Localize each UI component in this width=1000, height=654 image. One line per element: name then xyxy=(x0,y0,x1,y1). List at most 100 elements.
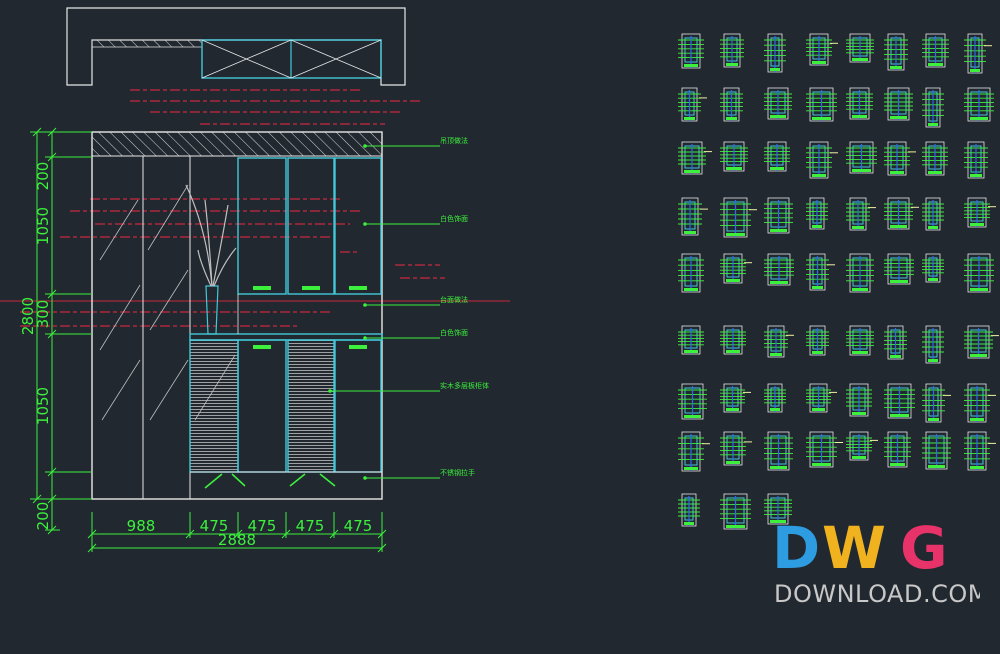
detail-thumbnail xyxy=(846,325,874,356)
detail-thumbnail xyxy=(964,431,996,471)
logo-letter-g: G xyxy=(900,514,948,582)
dim-height-3: 300 xyxy=(34,300,52,329)
cabinet-elevation xyxy=(91,131,383,500)
detail-thumbnail xyxy=(678,325,704,355)
dim-width-4: 475 xyxy=(296,517,325,535)
detail-thumbnail xyxy=(884,325,907,360)
detail-thumbnail xyxy=(846,33,874,63)
detail-thumbnail xyxy=(720,33,744,68)
detail-thumbnail xyxy=(922,197,944,231)
ghost-annotations xyxy=(0,89,510,327)
detail-thumbnail xyxy=(922,253,944,283)
detail-thumbnail xyxy=(964,325,999,359)
dim-width-2: 475 xyxy=(200,517,229,535)
vase-decoration xyxy=(185,184,237,335)
callout-leaders xyxy=(330,145,440,479)
detail-thumbnail xyxy=(922,33,949,68)
detail-thumbnail xyxy=(764,33,786,73)
detail-thumbnail xyxy=(764,431,793,471)
detail-thumbnail xyxy=(720,493,751,530)
detail-thumbnail xyxy=(678,493,700,527)
detail-thumbnail xyxy=(922,87,944,128)
detail-thumbnail xyxy=(922,141,948,176)
dim-width-5: 475 xyxy=(344,517,373,535)
detail-thumbnail xyxy=(964,33,992,74)
detail-thumbnail xyxy=(806,325,829,356)
detail-thumbnail xyxy=(884,383,915,419)
detail-thumbnail xyxy=(846,431,878,461)
detail-thumbnail xyxy=(884,253,914,285)
detail-thumbnail xyxy=(720,325,746,355)
detail-thumbnail xyxy=(922,325,944,364)
logo-letter-w: W xyxy=(822,514,886,582)
detail-thumbnail xyxy=(678,87,707,122)
detail-thumbnail xyxy=(806,197,828,230)
dim-width-1: 988 xyxy=(127,517,156,535)
callout-5: 实木多层板柜体 xyxy=(440,381,489,390)
detail-thumbnail xyxy=(678,431,710,472)
detail-thumbnail xyxy=(764,253,794,286)
detail-thumbnail xyxy=(764,383,786,413)
detail-thumbnail xyxy=(806,431,843,468)
callout-1: 吊顶做法 xyxy=(440,136,468,145)
dim-height-total: 2800 xyxy=(19,297,37,335)
detail-thumbnail xyxy=(720,141,748,172)
detail-thumbnail xyxy=(678,141,712,175)
detail-thumbnail xyxy=(806,141,838,179)
detail-thumbnail xyxy=(964,141,988,179)
detail-thumbnail xyxy=(964,383,996,423)
detail-thumbnail xyxy=(884,87,913,121)
detail-thumbnail xyxy=(764,197,793,234)
detail-thumbnail xyxy=(846,141,877,174)
left-dimension-chain xyxy=(30,127,92,535)
detail-thumbnail xyxy=(720,87,743,122)
dim-height-5: 200 xyxy=(34,502,52,531)
detail-thumbnail xyxy=(846,87,873,120)
dim-height-1: 200 xyxy=(34,162,52,191)
detail-thumbnail xyxy=(846,253,874,293)
callout-4: 白色饰面 xyxy=(440,328,468,337)
callout-6: 不锈钢拉手 xyxy=(440,468,475,477)
detail-thumbnail xyxy=(678,197,708,236)
detail-thumbnail xyxy=(764,493,792,525)
detail-thumbnail xyxy=(806,383,837,413)
detail-thumbnail xyxy=(922,431,951,470)
detail-thumbnail-grid xyxy=(678,33,999,530)
detail-thumbnail xyxy=(884,33,908,71)
detail-thumbnail xyxy=(806,33,838,66)
detail-thumbnail xyxy=(678,253,704,293)
detail-thumbnail xyxy=(846,197,876,231)
detail-thumbnail xyxy=(884,141,916,176)
detail-thumbnail xyxy=(846,383,872,417)
detail-thumbnail xyxy=(964,253,994,293)
detail-thumbnail xyxy=(884,197,919,230)
ceiling-band xyxy=(91,131,383,157)
detail-thumbnail xyxy=(678,383,707,420)
detail-thumbnail xyxy=(806,87,837,122)
dwg-download-logo: D W G DOWNLOAD.COM xyxy=(772,514,980,608)
detail-thumbnail xyxy=(720,431,752,466)
callout-2: 白色饰面 xyxy=(440,214,468,223)
detail-thumbnail xyxy=(720,383,751,413)
logo-subtitle: DOWNLOAD.COM xyxy=(774,580,980,608)
detail-thumbnail xyxy=(806,253,835,291)
dim-height-4: 1050 xyxy=(34,387,52,425)
top-section xyxy=(66,7,406,86)
bottom-dimension-chain xyxy=(87,512,387,553)
dim-width-3: 475 xyxy=(248,517,277,535)
detail-thumbnail xyxy=(764,325,794,358)
detail-thumbnail xyxy=(720,197,757,238)
dim-width-total: 2888 xyxy=(218,531,256,549)
dim-height-2: 1050 xyxy=(34,207,52,245)
callout-3: 台面做法 xyxy=(440,295,468,304)
detail-thumbnail xyxy=(884,431,911,468)
detail-thumbnail xyxy=(964,197,996,228)
detail-thumbnail xyxy=(764,141,790,172)
detail-thumbnail xyxy=(922,383,951,423)
detail-thumbnail xyxy=(720,253,752,284)
detail-thumbnail xyxy=(964,87,994,122)
detail-thumbnail xyxy=(678,33,704,69)
detail-thumbnail xyxy=(764,87,792,120)
